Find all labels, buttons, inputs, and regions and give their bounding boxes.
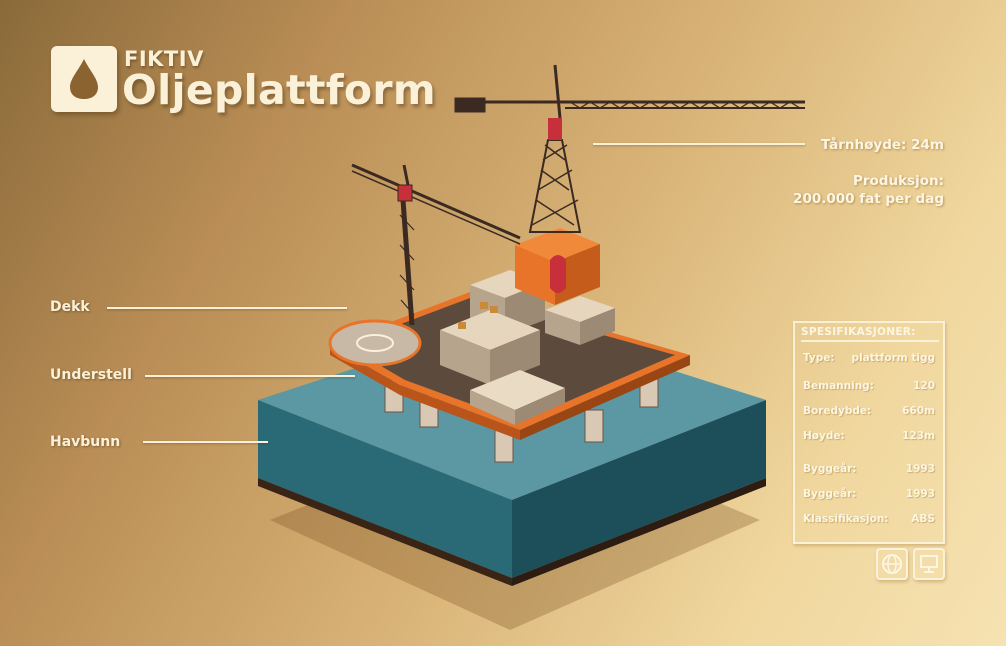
leader-line-understell [145, 375, 355, 377]
spec-value: 120 [913, 380, 935, 392]
oil-drop-icon [70, 59, 98, 99]
callout-dekk: Dekk [50, 299, 90, 315]
spec-row: Klassifikasjon: ABS [803, 513, 935, 529]
spec-row: Høyde: 123m [803, 430, 935, 446]
monitor-icon [920, 555, 938, 573]
spec-value: plattform tigg [851, 352, 935, 364]
left-crane [351, 163, 521, 326]
leader-line-dekk [107, 307, 347, 309]
logo-badge [51, 46, 117, 112]
leader-line-tower [593, 143, 805, 145]
spec-value: 1993 [905, 463, 935, 475]
spec-value: 660m [902, 405, 935, 417]
spec-value: ABS [911, 513, 935, 525]
spec-row: Boredybde: 660m [803, 405, 935, 421]
brand-subtitle: FIKTIV [124, 47, 204, 71]
globe-button[interactable] [876, 548, 908, 580]
spec-title: SPESIFIKASJONER: [801, 326, 939, 342]
derrick-tower [515, 118, 600, 305]
platform-modules [440, 270, 615, 425]
spec-key: Byggeår: [803, 463, 857, 475]
spec-panel: SPESIFIKASJONER: Type: plattform tigg Be… [793, 321, 945, 544]
callout-havbunn: Havbunn [50, 434, 121, 450]
spec-value: 123m [902, 430, 935, 442]
main-crane [454, 64, 805, 119]
globe-icon [882, 554, 902, 574]
spec-key: Type: [803, 352, 835, 364]
leader-line-havbunn [143, 441, 268, 443]
spec-row: Byggeår: 1993 [803, 488, 935, 504]
spec-key: Klassifikasjon: [803, 513, 889, 525]
spec-value: 1993 [905, 488, 935, 500]
spec-key: Boredybde: [803, 405, 872, 417]
callout-tower-height: Tårnhøyde: 24m [821, 137, 944, 153]
spec-row: Type: plattform tigg [803, 352, 935, 368]
spec-key: Byggeår: [803, 488, 857, 500]
spec-row: Bemanning: 120 [803, 380, 935, 396]
monitor-button[interactable] [913, 548, 945, 580]
spec-row: Byggeår: 1993 [803, 463, 935, 479]
spec-key: Høyde: [803, 430, 845, 442]
helipad [328, 319, 422, 367]
page-title: Oljeplattform [122, 66, 436, 114]
callout-production-value: 200.000 fat per dag [793, 191, 944, 207]
callout-understell: Understell [50, 367, 132, 383]
callout-production-label: Produksjon: [852, 173, 944, 189]
spec-key: Bemanning: [803, 380, 874, 392]
